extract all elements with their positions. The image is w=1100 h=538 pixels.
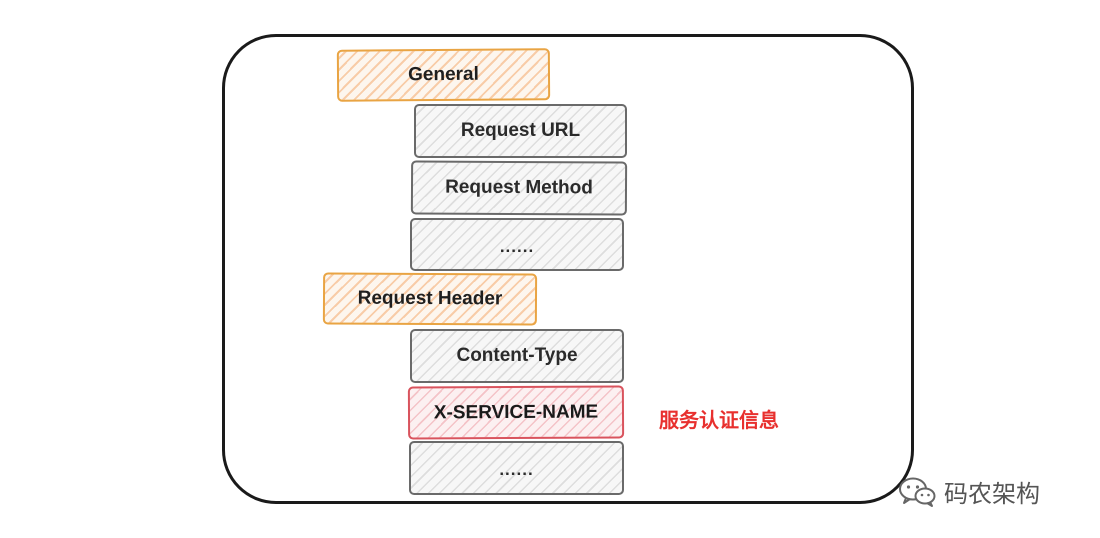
- x-service-name-label: X-SERVICE-NAME: [433, 401, 599, 423]
- request-header-section-label: Request Header: [357, 287, 503, 310]
- x-service-name-box: X-SERVICE-NAME: [407, 385, 625, 440]
- content-type-label: Content-Type: [456, 345, 578, 366]
- service-auth-annotation: 服务认证信息: [659, 408, 779, 432]
- request-method-label: Request Method: [445, 176, 593, 199]
- request-header-more-label: ......: [499, 460, 534, 479]
- request-header-section-box: Request Header: [322, 272, 538, 326]
- request-header-more-box: ......: [409, 441, 624, 495]
- watermark: 码农架构: [898, 474, 1040, 509]
- general-more-label: ......: [499, 236, 535, 256]
- wechat-icon: [898, 476, 936, 508]
- general-section-label: General: [408, 63, 479, 86]
- general-section-box: General: [336, 48, 551, 102]
- request-url-box: Request URL: [414, 104, 627, 158]
- watermark-text: 码农架构: [944, 480, 1040, 508]
- request-method-box: Request Method: [410, 160, 628, 216]
- content-type-box: Content-Type: [410, 329, 624, 383]
- general-more-box: ......: [410, 218, 624, 271]
- request-url-label: Request URL: [460, 120, 581, 141]
